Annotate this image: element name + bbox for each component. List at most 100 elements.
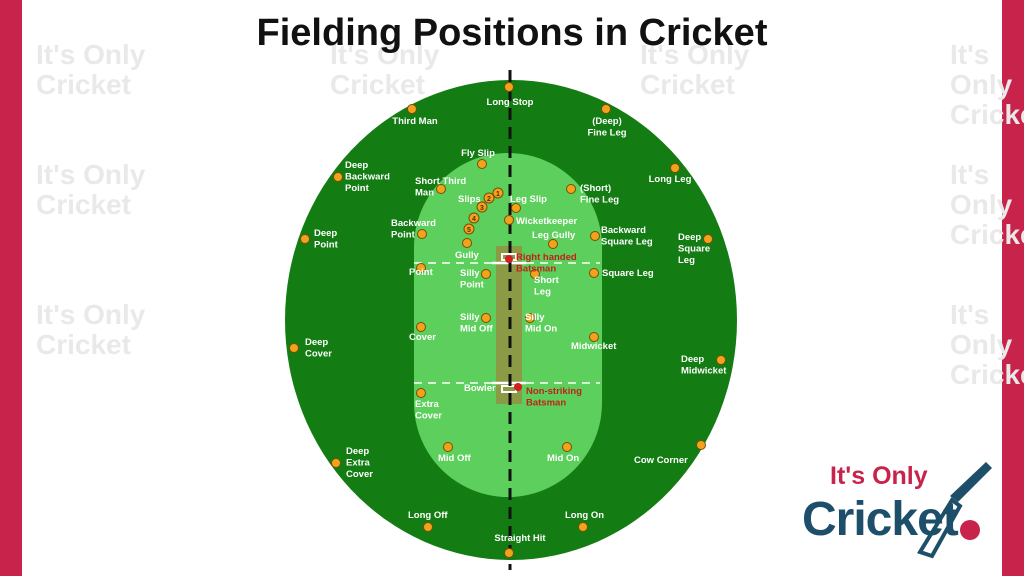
fielder-long-leg-dot — [670, 163, 680, 173]
fielder-leg-gully-label: Leg Gully — [532, 230, 576, 241]
fielder-slips-label: Slips — [458, 194, 481, 205]
slip-1-marker — [492, 187, 504, 199]
fielder-backward-square-leg-dot — [590, 231, 600, 241]
slip-3-marker — [476, 201, 488, 213]
slip-2-marker — [483, 192, 495, 204]
fielder-silly-mid-off-dot — [481, 313, 491, 323]
fielder-mid-off-dot — [443, 442, 453, 452]
fielder-fly-slip-dot — [477, 159, 487, 169]
fielder-long-leg-label: Long Leg — [649, 174, 692, 185]
fielder-long-on-dot — [578, 522, 588, 532]
fielder-short-third-man-dot — [436, 184, 446, 194]
logo-bat-graphic — [916, 462, 992, 559]
fielder-cover-label: Cover — [409, 332, 436, 343]
fielder-gully-dot — [462, 238, 472, 248]
fielder-point-dot — [416, 263, 426, 273]
fielder-long-off-dot — [423, 522, 433, 532]
fielder-gully-label: Gully — [455, 250, 479, 261]
fielder-leg-slip-dot — [511, 203, 521, 213]
fielder-bowler-label: Bowler — [464, 383, 496, 394]
fielder-fly-slip-label: Fly Slip — [461, 148, 495, 159]
fielder-deep-fine-leg-label: (Deep)Fine Leg — [587, 116, 626, 139]
fielder-backward-point-dot — [417, 229, 427, 239]
fielder-square-leg-dot — [589, 268, 599, 278]
batsman-non_striker-dot — [514, 383, 522, 391]
fielder-long-off-label: Long Off — [408, 510, 448, 521]
its-only-cricket-logo: It's Only Cricket — [800, 456, 996, 564]
fielder-leg-slip-label: Leg Slip — [510, 194, 547, 205]
logo-line-1: It's Only — [830, 462, 928, 490]
fielder-wicketkeeper-label: Wicketkeeper — [516, 216, 577, 227]
logo-ball-icon — [960, 520, 980, 540]
fielder-short-fine-leg-dot — [566, 184, 576, 194]
fielder-leg-gully-dot — [548, 239, 558, 249]
fielder-deep-fine-leg-dot — [601, 104, 611, 114]
page-title: Fielding Positions in Cricket — [256, 12, 768, 54]
fielder-deep-point-dot — [300, 234, 310, 244]
fielder-wicketkeeper-dot — [504, 215, 514, 225]
slip-2-number: 2 — [487, 196, 491, 203]
left-accent-bar — [0, 0, 22, 576]
slip-3-number: 3 — [480, 205, 484, 212]
fielder-point-label: Point — [409, 267, 434, 278]
fielder-deep-cover-dot — [289, 343, 299, 353]
fielder-deep-extra-cover-dot — [331, 458, 341, 468]
fielder-short-leg-dot — [530, 269, 540, 279]
slip-4-marker — [468, 212, 480, 224]
fielder-long-stop-dot — [504, 82, 514, 92]
fielder-cow-corner-dot — [696, 440, 706, 450]
fielder-mid-off-label: Mid Off — [438, 453, 472, 464]
right-accent-bar — [1002, 0, 1024, 576]
slip-5-marker — [463, 223, 475, 235]
fielder-deep-midwicket-dot — [716, 355, 726, 365]
fielder-cow-corner-label: Cow Corner — [634, 455, 688, 466]
slip-4-number: 4 — [472, 216, 476, 223]
batsman-striker-dot — [505, 255, 513, 263]
fielder-mid-on-label: Mid On — [547, 453, 579, 464]
fielder-silly-point-dot — [481, 269, 491, 279]
fielder-third-man-dot — [407, 104, 417, 114]
fielder-deep-backward-point-dot — [333, 172, 343, 182]
slip-1-number: 1 — [496, 191, 500, 198]
fielder-third-man-label: Third Man — [392, 116, 438, 127]
fielder-deep-square-leg-dot — [703, 234, 713, 244]
fielder-cover-dot — [416, 322, 426, 332]
fielder-straight-hit-label: Straight Hit — [494, 533, 546, 544]
logo-line-2: Cricket — [802, 493, 959, 546]
fielder-long-stop-label: Long Stop — [487, 97, 534, 108]
fielder-straight-hit-dot — [504, 548, 514, 558]
fielder-short-fine-leg-label: (Short)Fine Leg — [580, 183, 619, 206]
fielder-long-on-label: Long On — [565, 510, 604, 521]
slip-5-number: 5 — [467, 227, 471, 234]
fielder-silly-mid-on-dot — [525, 313, 535, 323]
fielder-square-leg-label: Square Leg — [602, 268, 654, 279]
fielder-midwicket-label: Midwicket — [571, 341, 617, 352]
fielder-mid-on-dot — [562, 442, 572, 452]
fielder-midwicket-dot — [589, 332, 599, 342]
